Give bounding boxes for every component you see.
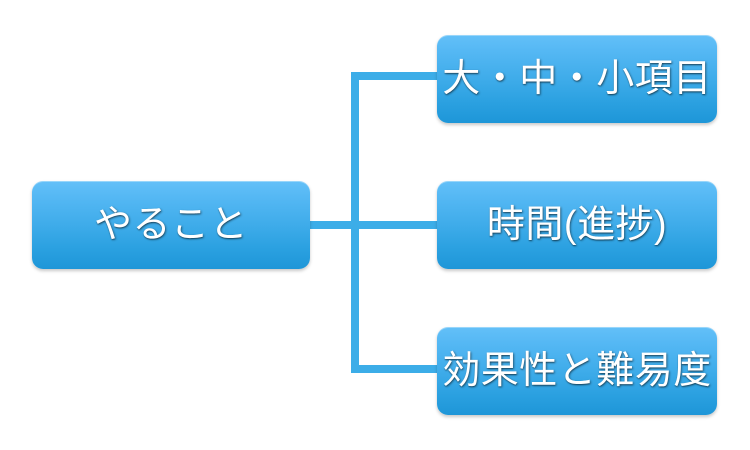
node-child-2-label: 効果性と難易度 bbox=[442, 350, 712, 392]
node-child-major-mid-minor-items[interactable]: 大・中・小項目 bbox=[437, 35, 717, 123]
node-child-time-progress[interactable]: 時間(進捗) bbox=[437, 181, 717, 269]
node-root[interactable]: やること bbox=[32, 181, 310, 269]
node-child-1-label: 時間(進捗) bbox=[486, 204, 668, 246]
node-child-0-label: 大・中・小項目 bbox=[442, 58, 712, 100]
node-root-label: やること bbox=[93, 204, 248, 246]
connector-branch-bottom bbox=[351, 365, 449, 373]
node-child-effectiveness-difficulty[interactable]: 効果性と難易度 bbox=[437, 327, 717, 415]
connector-branch-top bbox=[351, 72, 449, 80]
connector-branch-middle bbox=[351, 221, 449, 229]
